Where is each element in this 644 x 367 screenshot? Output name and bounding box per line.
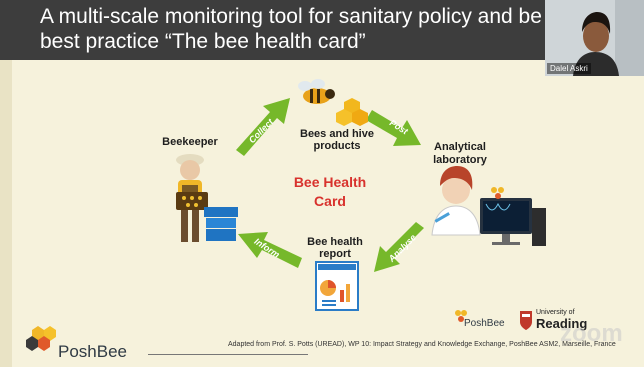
poshbee-small-logo-text: PoshBee — [464, 318, 505, 329]
credit-text: Adapted from Prof. S. Potts (UREAD), WP … — [228, 341, 616, 348]
slide-title-bar: A multi-scale monitoring tool for sanita… — [0, 0, 644, 60]
center-title-line-1: Bee Health — [293, 174, 367, 190]
collect-arrow-icon — [236, 98, 290, 156]
footer-divider — [148, 354, 308, 355]
participant-avatar-icon — [545, 0, 644, 76]
lab-label-line-2: laboratory — [433, 154, 487, 166]
bees-label-line-1: Bees and hive — [300, 128, 374, 140]
slide-title-line-2: best practice “The bee health card” — [40, 30, 366, 53]
bee-icon — [298, 79, 335, 104]
poshbee-small-logo-icon — [455, 310, 467, 322]
beekeeper-label: Beekeeper — [162, 136, 218, 148]
zoom-watermark: zoom — [560, 320, 623, 347]
inform-arrow-icon — [238, 232, 302, 268]
bees-label-line-2: products — [313, 140, 361, 152]
scientist-icon — [431, 166, 481, 236]
lab-label-line-1: Analytical — [434, 141, 486, 153]
reading-label: Reading — [536, 316, 588, 331]
poshbee-lab-badge-icon — [491, 187, 504, 199]
slide-title-line-1: A multi-scale monitoring tool for sanita… — [40, 5, 542, 28]
participant-name: Dalel Askri — [547, 63, 591, 74]
reading-crest-icon — [520, 311, 532, 330]
bee-health-card-title: Bee Health Card — [270, 173, 390, 211]
poshbee-logo-text: PoshBee — [58, 342, 127, 361]
honeycomb-icon — [336, 98, 368, 126]
post-arrow-icon — [366, 110, 421, 146]
report-label-line-1: Bee health — [307, 236, 363, 248]
lab-computer-icon — [480, 198, 546, 246]
university-label: University of — [536, 309, 575, 316]
slide-left-strip — [0, 60, 12, 367]
report-label-line-2: report — [319, 248, 351, 260]
center-title-line-2: Card — [314, 193, 346, 209]
beekeeper-icon — [176, 154, 208, 242]
health-report-icon — [315, 261, 359, 311]
participant-video-tile[interactable]: Dalel Askri — [545, 0, 644, 76]
analyse-arrow-icon — [374, 222, 424, 272]
beehive-icon — [204, 207, 238, 241]
poshbee-logo-icon — [26, 326, 56, 351]
